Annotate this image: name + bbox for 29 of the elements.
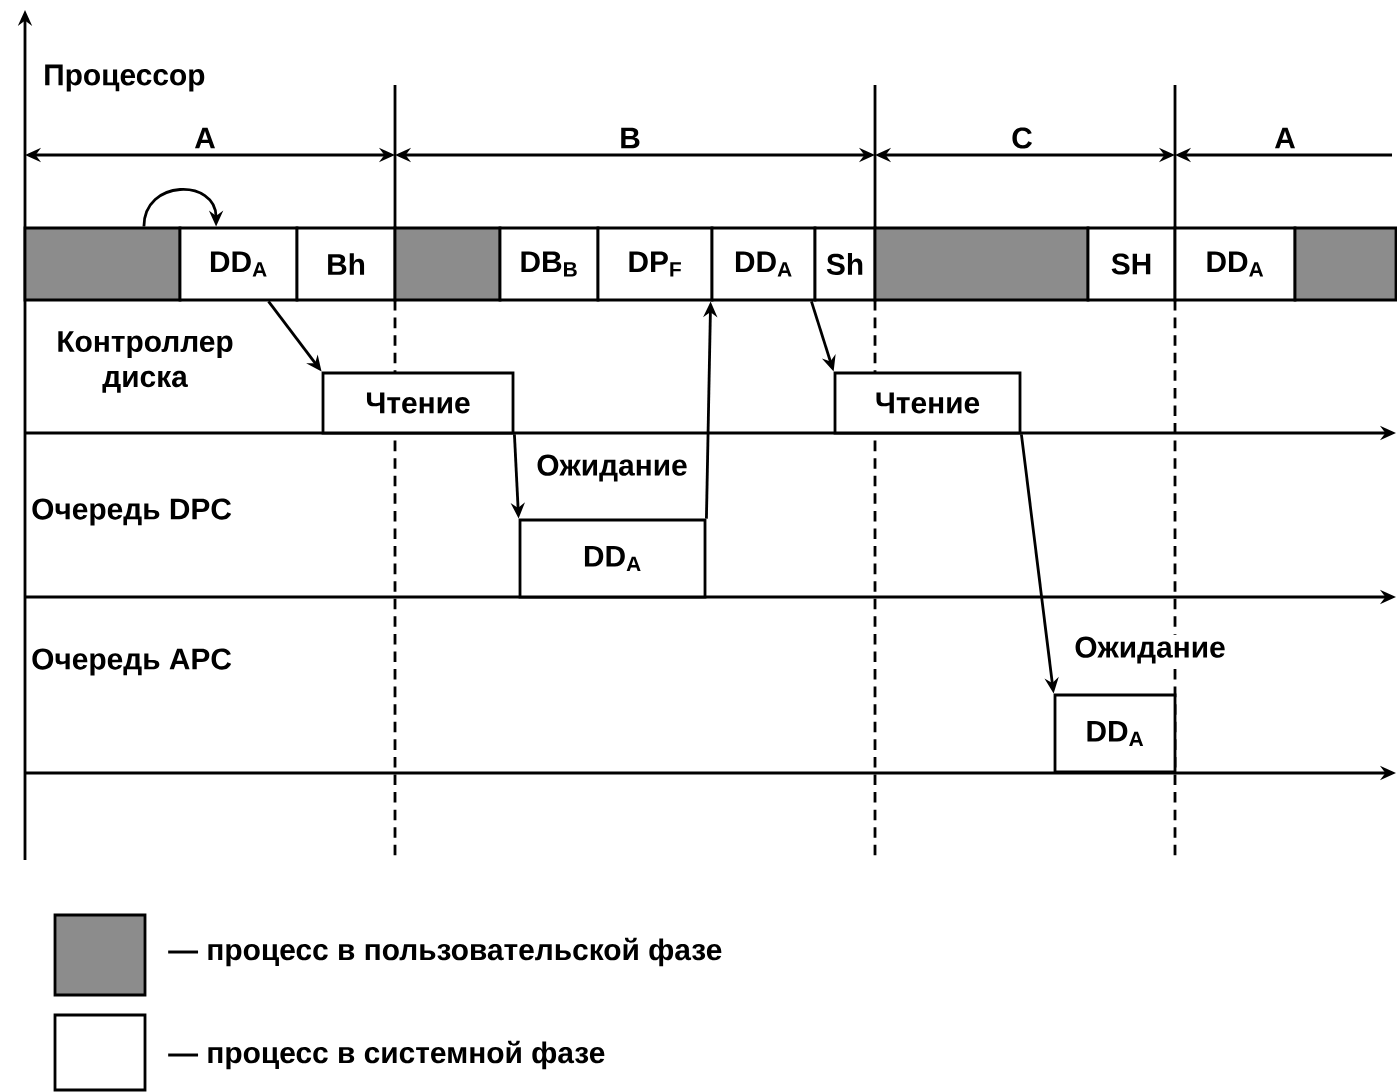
user-phase-block: [1293, 226, 1397, 302]
phase-label: C: [1012, 127, 1032, 149]
phase-label: A: [1274, 127, 1295, 149]
lane-label: Контроллер диска: [58, 331, 233, 393]
process-box: DD$_{A}$: [710, 226, 817, 302]
process-box: DD$_{A}$: [1053, 693, 1177, 774]
process-box: Sh: [813, 226, 877, 302]
user-phase-block: [23, 226, 182, 302]
axis-label: Процессор: [45, 64, 205, 92]
state-label: Ожидание: [534, 452, 690, 484]
process-box: SH: [1086, 226, 1177, 302]
user-phase-block: [873, 226, 1090, 302]
process-box: Bh: [295, 226, 397, 302]
process-box: DB$_{B}$: [498, 226, 600, 302]
process-box: DP$_{F}$: [596, 226, 714, 302]
process-box: DD$_{A}$: [1173, 226, 1297, 302]
process-box: Чтение: [833, 371, 1022, 435]
user-phase-block: [393, 226, 502, 302]
lane-label: Очередь APC: [32, 648, 232, 676]
process-box: DD$_{A}$: [518, 518, 707, 599]
legend-text: — процесс в системной фазе: [168, 1040, 605, 1070]
lane-label: Очередь DPC: [32, 498, 232, 526]
arrow: [142, 188, 224, 227]
legend-text: — процесс в пользовательской фазе: [168, 937, 722, 967]
process-box: DD$_{A}$: [178, 226, 299, 302]
process-box: Чтение: [321, 371, 515, 435]
state-label: Ожидание: [1072, 634, 1228, 666]
phase-label: B: [621, 127, 640, 149]
phase-label: A: [194, 127, 215, 149]
